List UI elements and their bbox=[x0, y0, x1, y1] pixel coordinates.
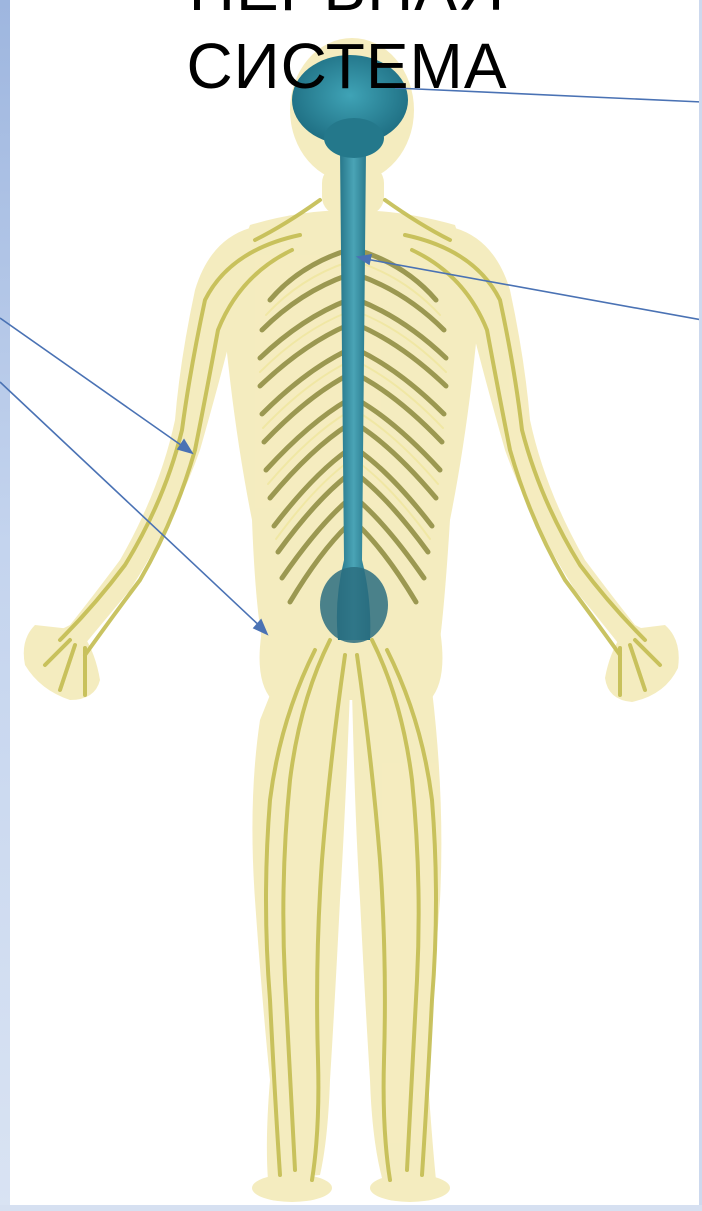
pointer-line-arm-nerve bbox=[0, 318, 188, 450]
slide-title-line-1: НЕРВНАЯ bbox=[0, 0, 698, 24]
bottom-accent-strip bbox=[0, 1205, 702, 1211]
slide-title-line-2: СИСТЕМА bbox=[0, 30, 698, 102]
